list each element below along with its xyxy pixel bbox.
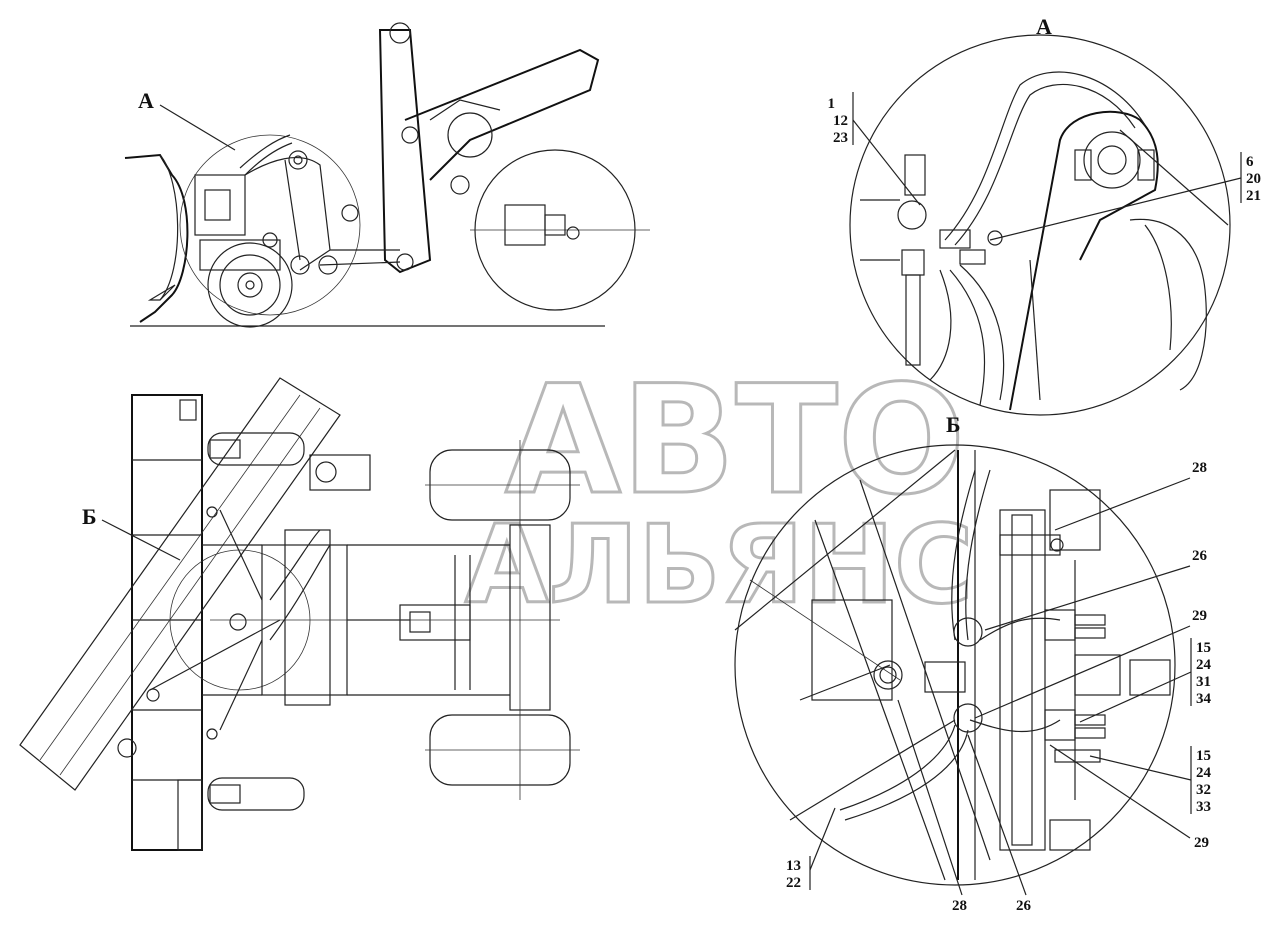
plan-blade-angled bbox=[19, 377, 341, 791]
callout-b-28-bottom: 28 bbox=[897, 699, 967, 914]
svg-text:28: 28 bbox=[952, 898, 967, 914]
svg-text:32: 32 bbox=[1196, 782, 1211, 798]
svg-text:6: 6 bbox=[1246, 154, 1254, 170]
svg-text:21: 21 bbox=[1246, 188, 1261, 204]
callout-a-1-12-23: 1 12 23 bbox=[828, 92, 921, 206]
svg-text:20: 20 bbox=[1246, 171, 1261, 187]
svg-text:24: 24 bbox=[1196, 765, 1212, 781]
detail-b-view: Б bbox=[734, 412, 1176, 886]
watermark-line1: АВТО bbox=[505, 354, 965, 528]
svg-text:34: 34 bbox=[1196, 691, 1212, 707]
callout-b-26-bottom: 26 bbox=[967, 734, 1032, 914]
blade-outline bbox=[124, 153, 189, 323]
main-frame-arm bbox=[404, 48, 600, 181]
callout-b-29-top: 29 bbox=[974, 608, 1207, 719]
svg-text:26: 26 bbox=[1192, 548, 1208, 564]
callout-b-13-22: 13 22 bbox=[786, 807, 836, 891]
detail-b-title: Б bbox=[946, 412, 961, 437]
front-frame-block bbox=[194, 174, 246, 236]
svg-text:22: 22 bbox=[786, 875, 801, 891]
front-wheel bbox=[207, 242, 293, 328]
detail-b-column bbox=[999, 509, 1046, 851]
plan-blade bbox=[131, 394, 203, 851]
svg-text:1: 1 bbox=[828, 96, 836, 112]
plan-view bbox=[19, 377, 580, 851]
callout-b-15-24-32-33: 15 24 32 33 bbox=[1089, 746, 1212, 815]
svg-text:26: 26 bbox=[1016, 898, 1032, 914]
svg-text:31: 31 bbox=[1196, 674, 1211, 690]
detail-a-view: А bbox=[849, 14, 1231, 416]
svg-text:29: 29 bbox=[1194, 835, 1209, 851]
svg-text:29: 29 bbox=[1192, 608, 1207, 624]
watermark-line2: АЛЬЯНС bbox=[465, 503, 973, 628]
callout-b-main: Б bbox=[82, 504, 181, 561]
svg-text:13: 13 bbox=[786, 858, 801, 874]
detail-a-title: А bbox=[1036, 14, 1052, 39]
callout-b-28-top: 28 bbox=[1054, 460, 1207, 531]
lift-arm bbox=[378, 29, 432, 274]
svg-text:24: 24 bbox=[1196, 657, 1212, 673]
callout-b-29-bottom: 29 bbox=[1049, 744, 1209, 851]
detail-b-circle bbox=[734, 444, 1176, 886]
callout-a-main-label: А bbox=[138, 88, 154, 113]
svg-text:33: 33 bbox=[1196, 799, 1211, 815]
svg-text:15: 15 bbox=[1196, 748, 1211, 764]
detail-a-circle bbox=[849, 34, 1231, 416]
svg-text:23: 23 bbox=[833, 130, 848, 146]
detail-b-pivot bbox=[873, 660, 903, 690]
callout-b-26-top: 26 bbox=[984, 548, 1208, 631]
detail-a-zone-circle bbox=[179, 134, 361, 316]
callout-b-main-label: Б bbox=[82, 504, 97, 529]
rear-axle bbox=[509, 524, 551, 711]
callout-a-main: А bbox=[138, 88, 236, 151]
svg-text:28: 28 bbox=[1192, 460, 1207, 476]
callout-a-6-20-21: 6 20 21 bbox=[989, 152, 1261, 241]
svg-text:15: 15 bbox=[1196, 640, 1211, 656]
detail-a-bracket bbox=[1009, 110, 1159, 411]
side-view bbox=[124, 22, 650, 328]
svg-text:12: 12 bbox=[833, 113, 848, 129]
callout-b-15-24-31-34: 15 24 31 34 bbox=[1079, 638, 1212, 723]
